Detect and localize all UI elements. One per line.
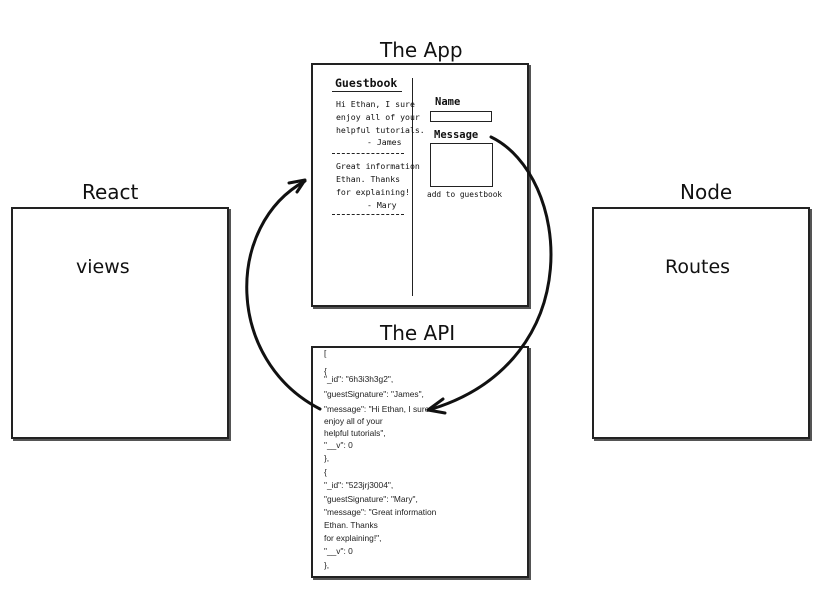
entry-1-divider xyxy=(332,153,404,154)
api-title: The API xyxy=(380,321,456,345)
guestbook-heading: Guestbook xyxy=(335,76,398,90)
entry-2: Great information Ethan. Thanks for expl… xyxy=(336,160,420,199)
node-box xyxy=(592,207,810,439)
api-line-7: helpful tutorials", xyxy=(324,428,386,438)
entry-2-signature: - Mary xyxy=(367,200,397,210)
entry-2-divider xyxy=(332,214,404,215)
node-routes-label: Routes xyxy=(665,256,731,278)
api-line-17: }, xyxy=(324,560,330,570)
name-label: Name xyxy=(435,96,461,108)
api-line-10: { xyxy=(324,467,327,477)
entry-2-line-2: Ethan. Thanks xyxy=(336,174,401,184)
api-line-1: [ xyxy=(324,348,327,358)
entry-1-line-2: enjoy all of your xyxy=(336,112,420,122)
entry-1-signature: - James xyxy=(367,137,402,147)
api-to-app-arrowhead xyxy=(287,178,307,194)
api-line-8: "__v": 0 xyxy=(324,440,353,450)
api-line-13: "message": "Great information xyxy=(324,507,437,517)
react-box xyxy=(11,207,229,439)
message-label: Message xyxy=(434,129,479,141)
api-line-2: { xyxy=(324,366,327,376)
add-to-guestbook-button[interactable]: add to guestbook xyxy=(427,190,503,199)
api-line-6: enjoy all of your xyxy=(324,416,383,426)
entry-2-line-3: for explaining! xyxy=(336,187,410,197)
message-textarea[interactable] xyxy=(430,143,493,187)
api-line-15: for explaining!", xyxy=(324,533,382,543)
app-column-divider xyxy=(412,78,413,296)
api-line-11: "_id": "523jrj3004", xyxy=(324,480,394,490)
api-line-4: "guestSignature": "James", xyxy=(324,389,424,399)
api-to-app-arrow xyxy=(245,179,322,411)
api-line-14: Ethan. Thanks xyxy=(324,520,378,530)
api-line-5: "message": "Hi Ethan, I sure xyxy=(324,404,430,414)
api-line-9: }, xyxy=(324,453,330,463)
api-line-12: "guestSignature": "Mary", xyxy=(324,494,418,504)
app-title: The App xyxy=(380,38,463,62)
guestbook-heading-underline xyxy=(332,91,402,92)
react-views-label: views xyxy=(76,256,130,278)
api-line-16: "__v": 0 xyxy=(324,546,353,556)
name-input[interactable] xyxy=(430,111,492,122)
entry-1-line-3: helpful tutorials. xyxy=(336,125,425,135)
entry-1: Hi Ethan, I sure enjoy all of your helpf… xyxy=(336,98,425,137)
entry-2-line-1: Great information xyxy=(336,161,420,171)
entry-1-line-1: Hi Ethan, I sure xyxy=(336,99,415,109)
node-title: Node xyxy=(680,180,733,204)
api-line-3: "_id": "6h3i3h3g2", xyxy=(324,374,394,384)
react-title: React xyxy=(82,180,139,204)
